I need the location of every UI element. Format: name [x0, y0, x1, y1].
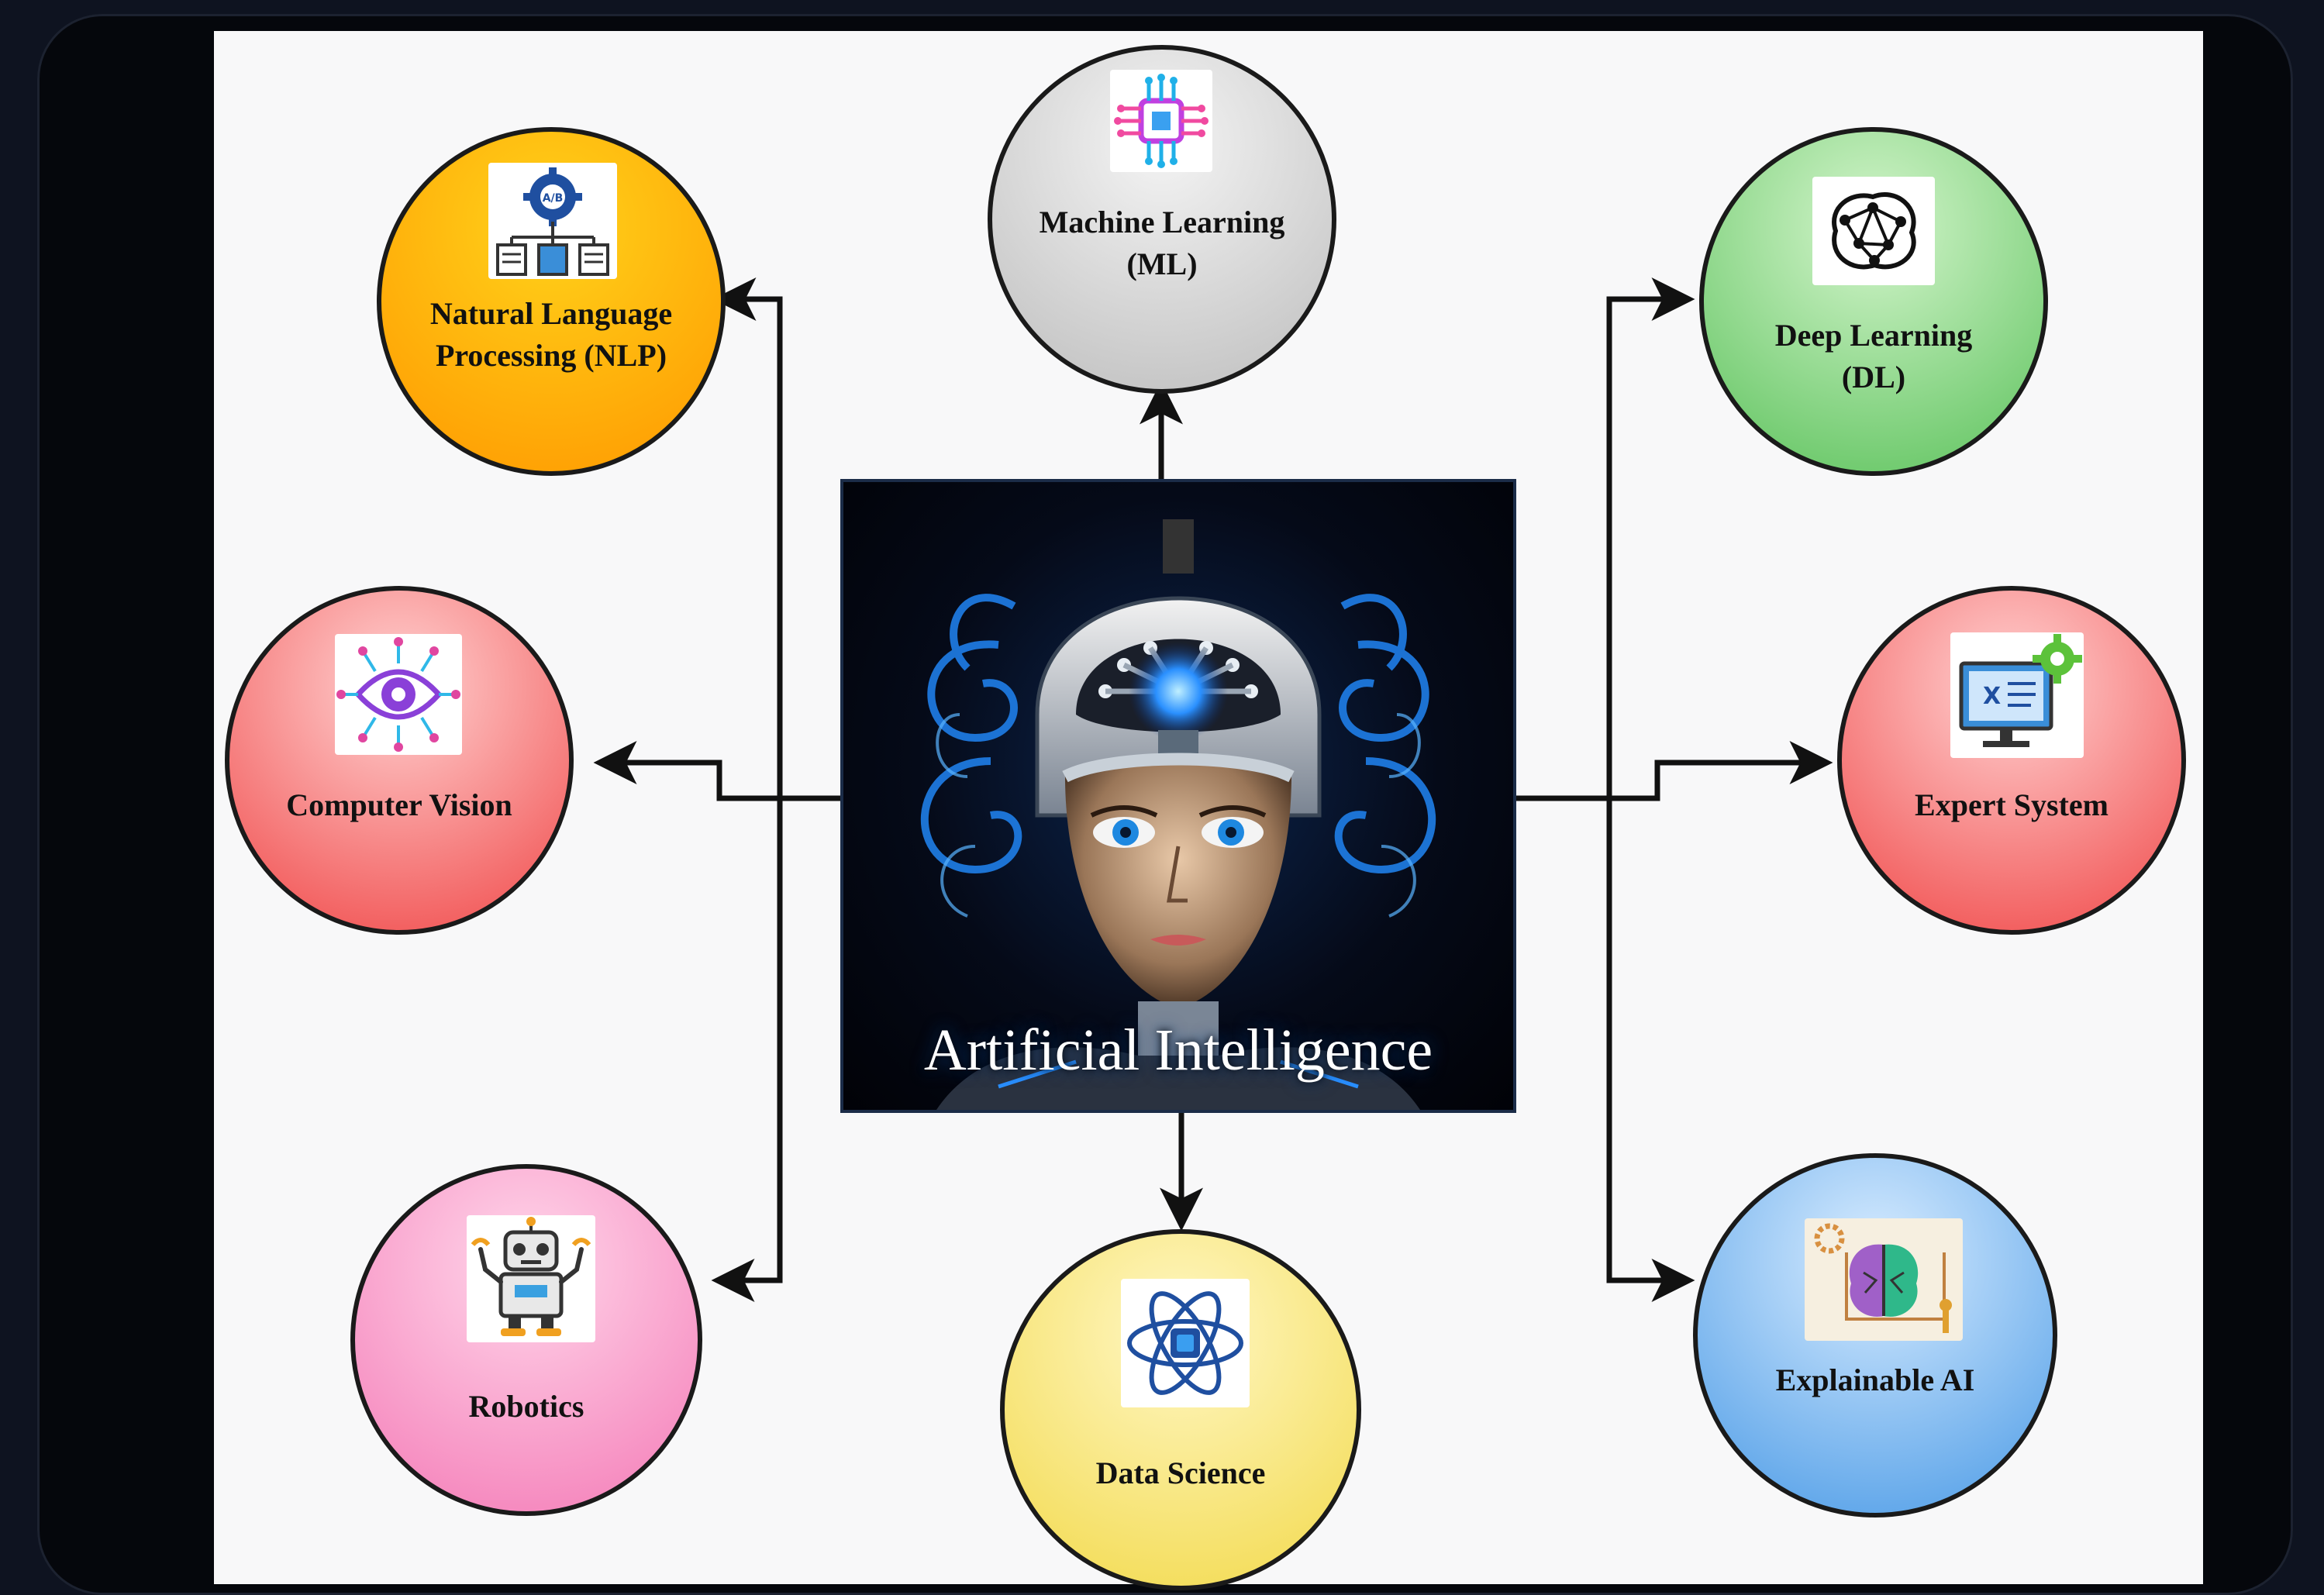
neural-brain-icon [1812, 177, 1935, 285]
node-label-es: Expert System [1842, 784, 2181, 826]
dl-label-line2: (DL) [1841, 360, 1906, 394]
circuit-chip-icon [1110, 70, 1212, 172]
window-frame: Machine Learning (ML) A/B [37, 14, 2293, 1595]
nlp-label-line1: Natural Language [429, 296, 673, 331]
node-label-nlp: Natural Language Processing (NLP) [381, 293, 721, 377]
node-natural-language-processing: A/B Natural Language Processing (NLP) [377, 127, 726, 476]
dl-label-line1: Deep Learning [1774, 318, 1973, 353]
gear-network-icon: A/B [488, 163, 617, 279]
connector-nlp [712, 277, 783, 798]
svg-text:X: X [1983, 683, 2001, 710]
robot-icon [467, 1215, 595, 1342]
connector-lines [593, 277, 1833, 1302]
ml-label-line1: Machine Learning [1039, 205, 1285, 239]
brain-gear-icon [1805, 1218, 1963, 1341]
center-ai-image: Artificial Intelligence [840, 479, 1516, 1113]
es-label-line1: Expert System [1915, 787, 2108, 822]
eye-circuit-icon [335, 634, 462, 755]
connector-es [1609, 741, 1833, 801]
node-label-dl: Deep Learning (DL) [1704, 315, 2043, 398]
node-deep-learning: Deep Learning (DL) [1699, 127, 2048, 476]
atom-icon [1121, 1279, 1250, 1407]
ai-robot-face-illustration [920, 519, 1436, 1110]
connector-rob [711, 798, 783, 1302]
node-expert-system: X Expert System [1837, 586, 2186, 935]
rob-label-line1: Robotics [468, 1389, 584, 1424]
node-label-rob: Robotics [355, 1386, 698, 1428]
nlp-label-line2: Processing (NLP) [435, 338, 667, 373]
node-robotics: Robotics [350, 1164, 702, 1516]
svg-text:A/B: A/B [543, 192, 564, 205]
node-computer-vision: Computer Vision [225, 586, 574, 935]
connector-dl [1606, 277, 1695, 798]
monitor-gear-icon: X [1950, 632, 2084, 758]
ds-label-line1: Data Science [1095, 1455, 1266, 1490]
cv-label-line1: Computer Vision [286, 787, 512, 822]
node-explainable-ai: Explainable AI [1693, 1153, 2057, 1517]
diagram-canvas: Machine Learning (ML) A/B [214, 31, 2203, 1590]
node-machine-learning: Machine Learning (ML) [988, 45, 1336, 394]
center-title: Artificial Intelligence [923, 1018, 1433, 1083]
node-data-science: Data Science [1000, 1229, 1361, 1590]
xai-label-line1: Explainable AI [1775, 1362, 1975, 1397]
node-label-xai: Explainable AI [1698, 1359, 2053, 1401]
connector-cv [593, 741, 780, 801]
node-label-ml: Machine Learning (ML) [992, 202, 1332, 285]
node-label-ds: Data Science [1005, 1452, 1357, 1494]
ml-label-line2: (ML) [1126, 246, 1198, 281]
connector-xai [1606, 798, 1695, 1302]
node-label-cv: Computer Vision [229, 784, 569, 826]
